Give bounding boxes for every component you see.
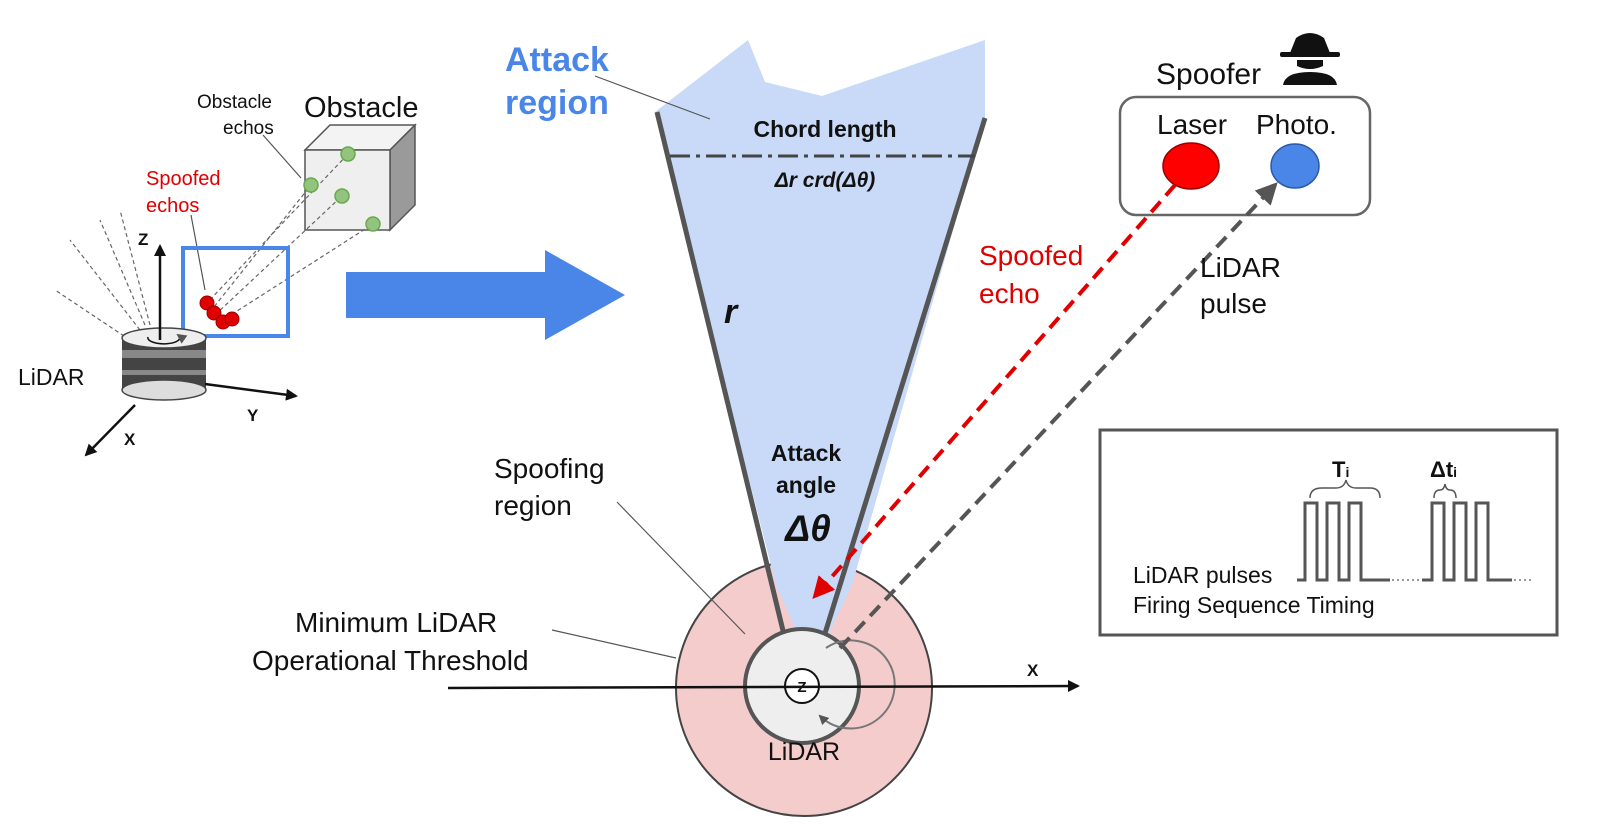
left-axis-y-label: Y xyxy=(247,406,259,425)
threshold-leader xyxy=(551,629,677,659)
lidar-pulse-arrow xyxy=(838,182,1278,650)
timing-line1: LiDAR pulses xyxy=(1133,562,1272,588)
left-lidar-label: LiDAR xyxy=(18,364,84,390)
timing-box xyxy=(1098,428,1559,637)
obstacle-cube xyxy=(303,123,417,232)
lidar-rotation-arrow xyxy=(818,639,896,730)
laser-emitter xyxy=(1162,142,1220,190)
obstacle-echo-dots xyxy=(303,146,381,232)
spoofer-group: Spoofer Laser Photo. Spoofed echo LiDAR … xyxy=(812,33,1372,650)
spoofing-region-label-line2: region xyxy=(494,490,572,521)
spoofed-echos-label-line2: echos xyxy=(146,195,199,217)
dti-label: Δti xyxy=(1430,457,1457,482)
lidar-pulse-label-line1: LiDAR xyxy=(1200,252,1281,283)
spoofing-region-label-line1: Spoofing xyxy=(494,453,605,484)
spoofing-region-leader xyxy=(616,501,746,635)
spoofed-echo-label-line1: Spoofed xyxy=(979,240,1083,271)
left-axis-x-label: X xyxy=(124,430,136,449)
left-panel: Z Y X Obstacle Obstacle echos Spoofed ec… xyxy=(18,92,418,457)
center-axis-x-label: X xyxy=(1027,661,1039,680)
lidar-scan-rays xyxy=(54,209,151,341)
spoofer-title: Spoofer xyxy=(1156,58,1261,91)
pulse-train-2 xyxy=(1422,501,1512,582)
left-axis-z-label: Z xyxy=(138,230,148,249)
spoofed-echos-label-line1: Spoofed xyxy=(146,168,221,190)
attack-angle-symbol: Δθ xyxy=(783,508,830,549)
attack-wedge-left-edge xyxy=(654,111,789,644)
photo-label: Photo. xyxy=(1256,109,1337,140)
obstacle-echos-label-line2: echos xyxy=(223,118,274,139)
spy-icon xyxy=(1280,33,1340,85)
laser-label: Laser xyxy=(1157,109,1227,140)
center-x-axis xyxy=(447,680,1080,693)
attack-region-group: Z X Attack region Chord length Δr crd(Δθ… xyxy=(252,40,1080,817)
spoofed-echo-highlight-box xyxy=(181,246,290,338)
zoom-arrow xyxy=(346,250,625,340)
spoofed-echo-arrow xyxy=(812,183,1177,600)
dti-brace xyxy=(1433,483,1457,499)
timing-line2: Firing Sequence Timing xyxy=(1133,592,1375,618)
threshold-label-line1: Minimum LiDAR xyxy=(295,607,497,638)
obstacle-echos-label-line1: Obstacle xyxy=(197,92,272,113)
chord-formula: Δr crd(Δθ) xyxy=(774,169,876,192)
obstacle-echos-leader xyxy=(262,134,302,179)
chord-length-label: Chord length xyxy=(753,116,896,142)
echo-lines xyxy=(204,153,374,323)
spoofed-echo-label-line2: echo xyxy=(979,278,1040,309)
lidar-pulse-label-line2: pulse xyxy=(1200,288,1267,319)
photodetector xyxy=(1270,143,1320,189)
attack-region-wedge xyxy=(655,40,985,640)
center-lidar-label: LiDAR xyxy=(768,738,840,766)
lidar-device-icon xyxy=(121,327,207,401)
attack-angle-label-line1: Attack xyxy=(771,440,842,466)
spoofed-echos-leader xyxy=(190,214,206,291)
ti-brace xyxy=(1309,479,1381,499)
ti-label: Ti xyxy=(1332,457,1349,482)
radius-label: r xyxy=(724,293,739,331)
left-axes xyxy=(84,244,298,457)
threshold-label-line2: Operational Threshold xyxy=(252,645,529,676)
attack-region-title-line2: region xyxy=(505,84,609,122)
timing-panel: Ti Δti LiDAR pulses Firing Sequence Timi… xyxy=(1098,428,1559,637)
obstacle-label: Obstacle xyxy=(304,92,418,124)
spoofed-echo-dots xyxy=(199,295,240,330)
attack-angle-label-line2: angle xyxy=(776,472,836,498)
attack-region-leader xyxy=(594,75,711,120)
attack-region-title-line1: Attack xyxy=(505,41,609,79)
pulse-train-1 xyxy=(1297,501,1390,582)
